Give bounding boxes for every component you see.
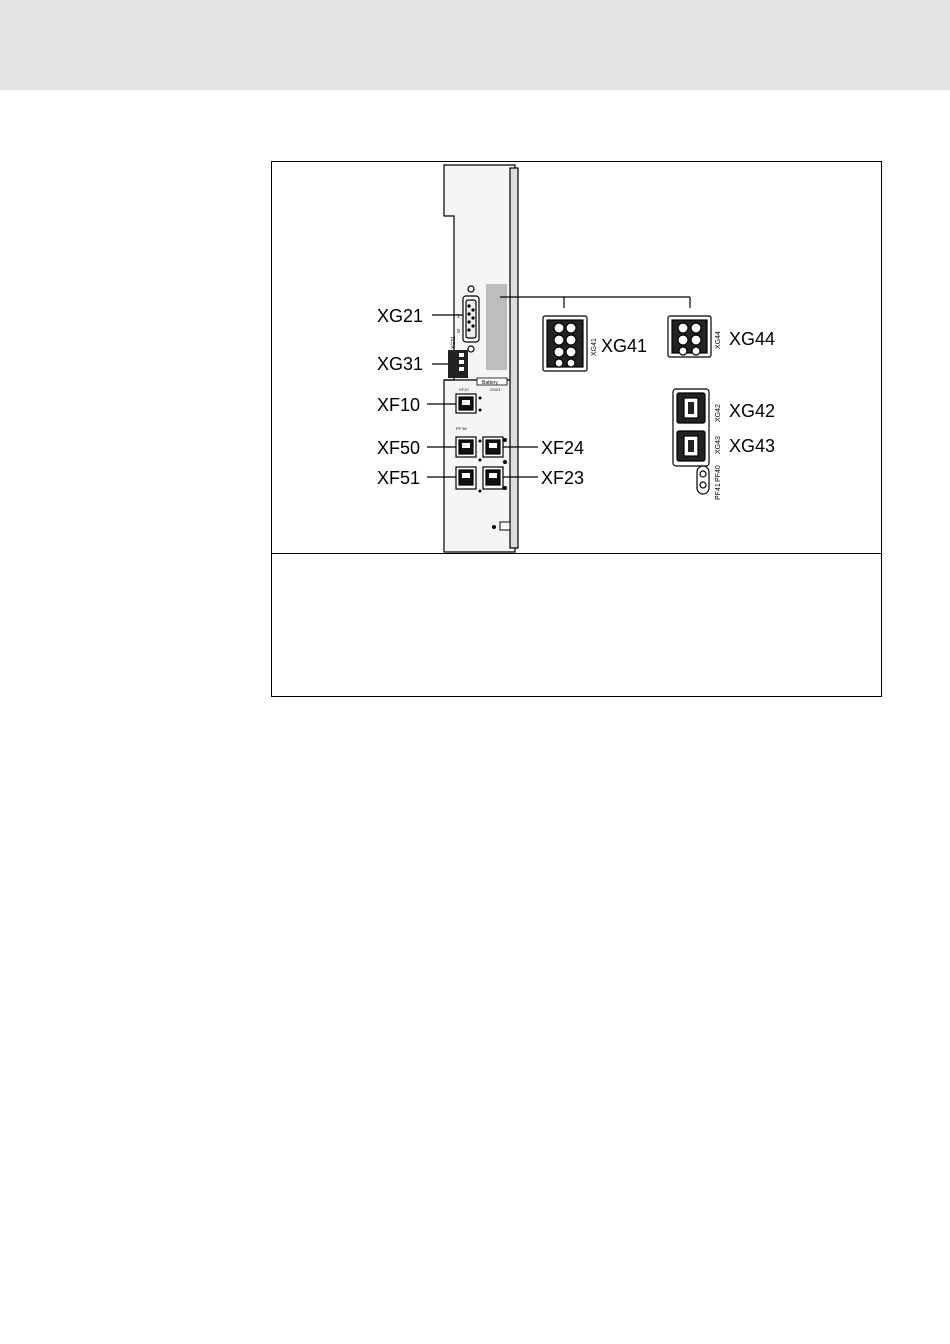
xf50-port [456, 437, 476, 457]
xg42-xg43-module [673, 389, 709, 466]
xg41-connector [543, 316, 587, 371]
xf51-callout: XF51 [377, 468, 420, 488]
pf-led-oval [697, 466, 709, 494]
xg42-small-label: XG42 [715, 404, 722, 422]
xf23-callout: XF23 [541, 468, 584, 488]
xf51-port [456, 467, 476, 489]
xf50-callout: XF50 [377, 438, 420, 458]
xg44-connector [668, 316, 711, 357]
xg31-terminal [448, 350, 468, 378]
xg21-callout: XG21 [377, 306, 423, 326]
xg42-callout: XG42 [729, 401, 775, 421]
xg31-callout: XG31 [377, 354, 423, 374]
battery-label: Battery [482, 380, 498, 386]
xf24-callout: XF24 [541, 438, 584, 458]
leader-lines-right [500, 297, 690, 477]
xg21-dsub-connector [463, 286, 479, 352]
xg44-small-label: XG44 [715, 331, 722, 349]
pf40-small-label: PF40 [715, 465, 722, 482]
bottom-latch [500, 522, 510, 530]
xf10-small-label: XF10 [459, 387, 469, 392]
pin9-label: 9 [457, 329, 460, 335]
xg41-callout: XG41 [601, 336, 647, 356]
xf10-port [456, 394, 476, 413]
xg44-callout: XG44 [729, 329, 775, 349]
gsx-label: GSX1 [490, 387, 501, 392]
xf10-callout: XF10 [377, 395, 420, 415]
xg31-small-label: XG31 [451, 336, 457, 349]
xf23-port [483, 467, 503, 489]
xf24-port [483, 437, 503, 457]
xg43-small-label: XG43 [715, 436, 722, 454]
pf50-small-label: PF 50 [456, 426, 467, 431]
xg41-small-label: XG41 [591, 338, 598, 356]
pf41-small-label: PF41 [715, 483, 722, 500]
xg43-callout: XG43 [729, 436, 775, 456]
